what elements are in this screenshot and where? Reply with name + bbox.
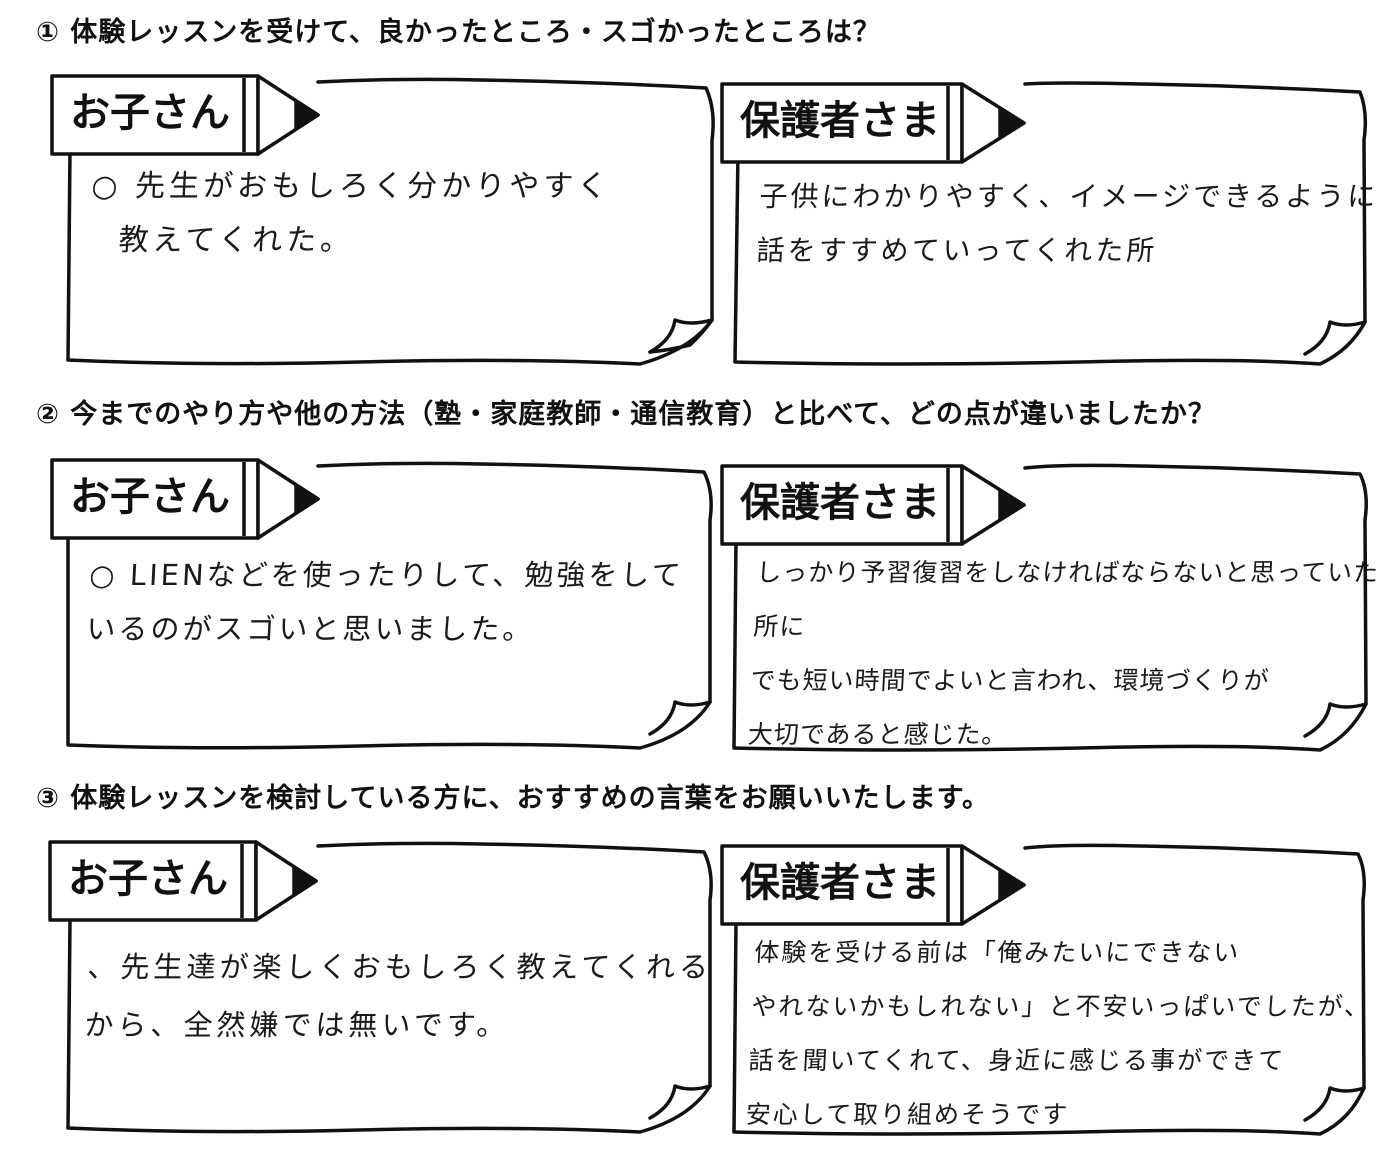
tag-shape-q3-parent (720, 844, 1026, 926)
answer-line: やれないかもしれない」と不安いっぱいでしたが、 (750, 992, 1372, 1021)
card-frame-q2-child (66, 461, 713, 750)
answer-line: でも短い時間でよいと言われ、環境づくりが (749, 666, 1271, 695)
tag-parent-q1: 保護者さま (740, 98, 940, 144)
answer-line: 安心して取り組めそうです (745, 1100, 1070, 1129)
card-frame-q1-child (66, 77, 715, 366)
tag-shape-q3-child (48, 840, 318, 922)
answer-line: いるのがスゴいと思いました。 (85, 612, 536, 646)
answer-parent-q2: しっかり予習復習をしなければならないと思っていた所に でも短い時間でよいと言われ… (746, 546, 1400, 762)
tag-parent-q3: 保護者さま (740, 860, 940, 906)
answer-child-q2: ○ LIENなどを使ったりして、勉強をして いるのがスゴいと思いました。 (85, 548, 685, 656)
tag-shape-q1-child (50, 74, 320, 156)
tag-shape-q1-parent (720, 82, 1026, 164)
answer-line: 体験を受ける前は「俺みたいにできない (753, 938, 1242, 967)
card-frame-q2-parent (732, 463, 1368, 752)
tag-parent-q2: 保護者さま (740, 480, 940, 526)
answer-line: ○ 先生がおもしろく分かりやすく (90, 169, 613, 204)
answer-child-q1: ○ 先生がおもしろく分かりやすく 教えてくれた。 (87, 160, 613, 268)
answer-line: しっかり予習復習をしなければならないと思っていた所に (752, 558, 1380, 641)
card-frame-q1-parent (733, 81, 1368, 366)
answer-line: ○ LIENなどを使ったりして、勉強をして (88, 558, 685, 592)
question-2-title: ② 今までのやり方や他の方法（塾・家庭教師・通信教育）と比べて、どの点が違いまし… (36, 399, 1216, 430)
tag-child-q3: お子さん (68, 856, 228, 902)
answer-line: 話をすすめていってくれた所 (755, 234, 1159, 267)
card-frame-q3-parent (732, 843, 1366, 1136)
answer-line: 話を聞いてくれて、身近に感じる事ができて (747, 1046, 1286, 1075)
answer-line: 子供にわかりやすく、イメージできるように (758, 180, 1380, 213)
answer-line: 、先生達が楽しくおもしろく教えてくれる (86, 950, 714, 984)
answer-child-q3: 、先生達が楽しくおもしろく教えてくれる から、全然嫌では無いです。 (83, 938, 714, 1054)
tag-shape-q2-child (50, 458, 320, 540)
question-1-title: ① 体験レッスンを受けて、良かったところ・スゴかったところは？ (36, 17, 881, 48)
answer-line: 教えてくれた。 (117, 223, 356, 258)
answer-parent-q3: 体験を受ける前は「俺みたいにできない やれないかもしれない」と不安いっぱいでした… (744, 926, 1375, 1142)
tag-child-q2: お子さん (70, 474, 230, 520)
answer-parent-q1: 子供にわかりやすく、イメージできるように 話をすすめていってくれた所 (755, 170, 1380, 278)
tag-child-q1: お子さん (70, 90, 230, 136)
answer-line: 大切であると感じた。 (747, 720, 1009, 749)
answer-line: から、全然嫌では無いです。 (83, 1008, 511, 1042)
tag-shape-q2-parent (720, 464, 1026, 546)
question-3-title: ③ 体験レッスンを検討している方に、おすすめの言葉をお願いいたします。 (36, 783, 990, 814)
card-frame-q3-child (66, 841, 713, 1134)
